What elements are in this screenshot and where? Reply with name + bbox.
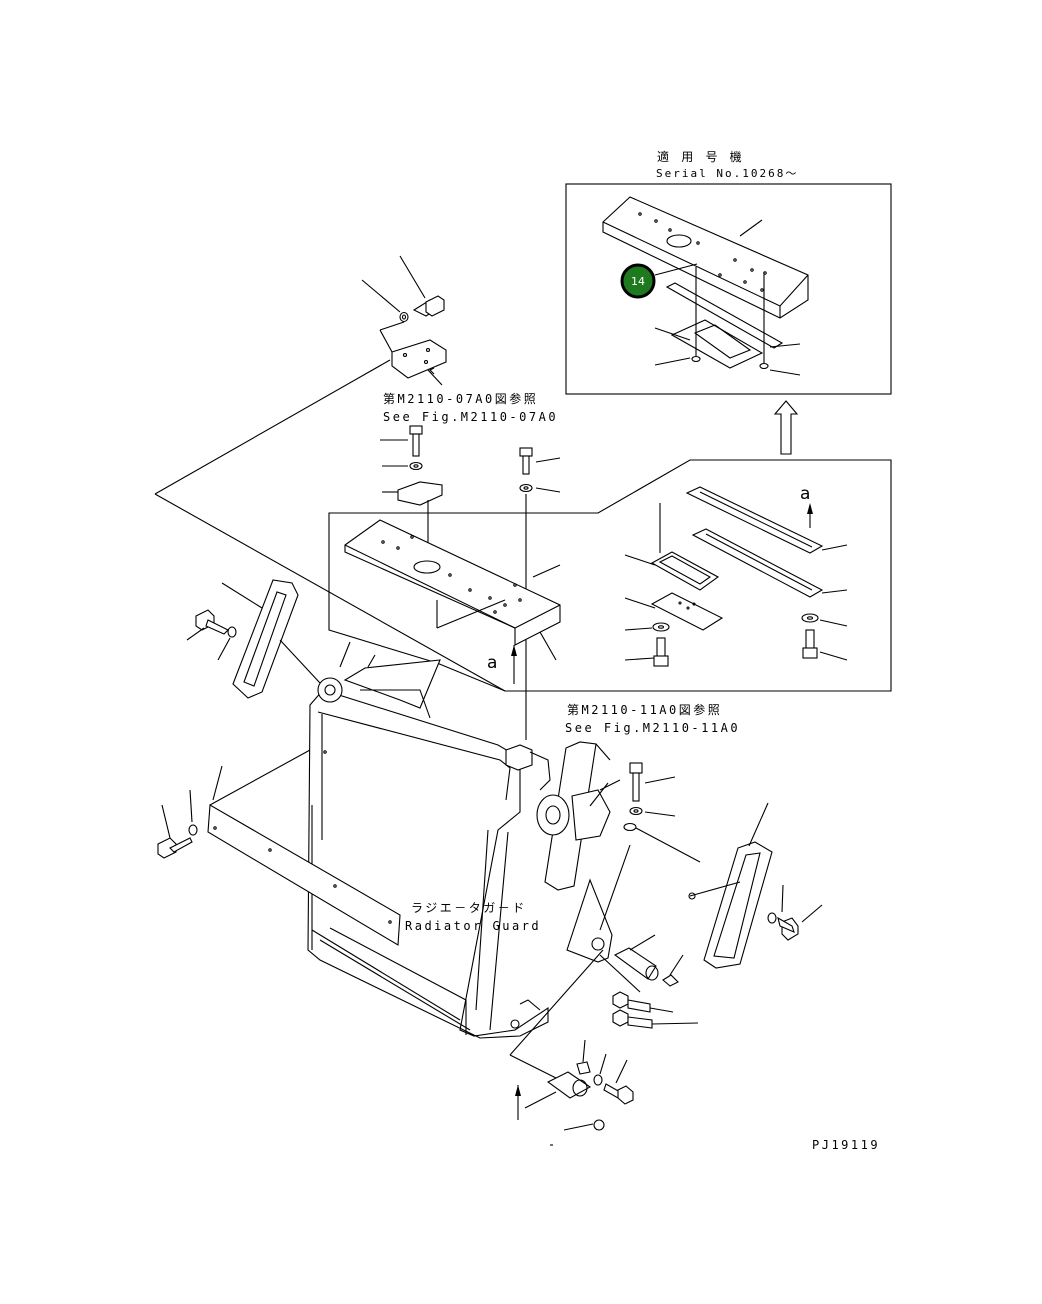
callout-a-upper: a — [800, 484, 810, 504]
gasket-stack — [624, 486, 848, 667]
serial-inset-box — [565, 183, 892, 395]
main-top-plate — [344, 519, 561, 684]
drawing-code: PJ19119 — [812, 1138, 880, 1152]
part-number-badge[interactable]: 14 — [620, 263, 656, 299]
serial-number-label: Serial No.10268〜 — [656, 167, 798, 180]
badge-number: 14 — [631, 275, 645, 288]
lower-mount-hardware — [509, 844, 699, 1146]
badge-circle — [620, 263, 656, 299]
callout-a-lower: a — [487, 653, 497, 673]
radiator-guard-en: Radiator Guard — [405, 919, 541, 933]
detail-box — [154, 359, 892, 692]
ref-fig-07a0-jp: 第M2110-07A0図参照 — [383, 391, 538, 406]
inset-arrow-up — [773, 400, 799, 455]
applicable-serial-jp: 適 用 号 機 — [657, 149, 744, 164]
ref-fig-11a0-jp: 第M2110-11A0図参照 — [567, 702, 722, 717]
top-bracket-assembly — [361, 255, 447, 386]
ref-fig-11a0-en: See Fig.M2110-11A0 — [565, 721, 740, 735]
radiator-assembly — [157, 641, 551, 1039]
fan-pulley — [536, 741, 701, 891]
ref-fig-07a0-en: See Fig.M2110-07A0 — [383, 410, 558, 424]
left-belt-guard — [186, 579, 321, 699]
radiator-guard-jp: ラジエ－タガ－ド — [411, 901, 527, 915]
right-belt-guard — [688, 802, 823, 969]
